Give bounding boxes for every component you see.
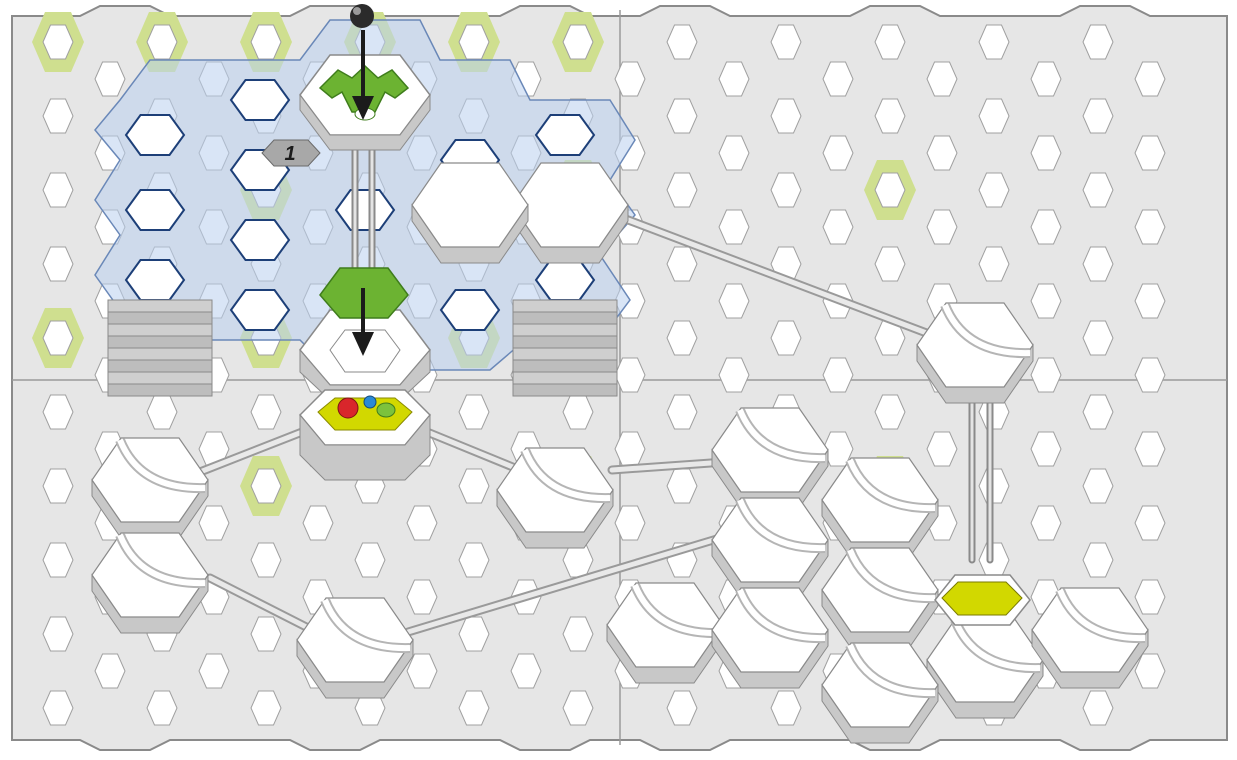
step-number-label: 1 bbox=[284, 143, 295, 165]
pillar-layer bbox=[108, 372, 212, 384]
start-marble bbox=[350, 4, 374, 28]
pillar-stack-right bbox=[513, 300, 617, 396]
marble-icon bbox=[364, 396, 376, 408]
pillar-layer bbox=[513, 324, 617, 336]
pillar-layer bbox=[513, 384, 617, 396]
landing-pad-yellow bbox=[942, 582, 1022, 615]
landing-piece bbox=[935, 575, 1030, 625]
pillar-layer bbox=[108, 324, 212, 336]
pillar-layer bbox=[108, 336, 212, 348]
pillar-layer bbox=[513, 348, 617, 360]
pillar-layer bbox=[513, 360, 617, 372]
pillar-layer bbox=[513, 300, 617, 312]
marble-icon bbox=[338, 398, 358, 418]
pillar-layer bbox=[108, 360, 212, 372]
marble-icon bbox=[350, 4, 374, 28]
pillar-layer bbox=[108, 348, 212, 360]
marble-icon bbox=[377, 403, 395, 417]
step-number-badge: 1 bbox=[262, 140, 320, 166]
pillar-layer bbox=[108, 312, 212, 324]
pillar-layer bbox=[513, 312, 617, 324]
pillar-layer bbox=[513, 372, 617, 384]
finish-catcher bbox=[300, 390, 430, 480]
pillar-stack-left bbox=[108, 300, 212, 396]
pillar-layer bbox=[513, 336, 617, 348]
pillar-layer bbox=[108, 384, 212, 396]
pillar-layer bbox=[108, 300, 212, 312]
